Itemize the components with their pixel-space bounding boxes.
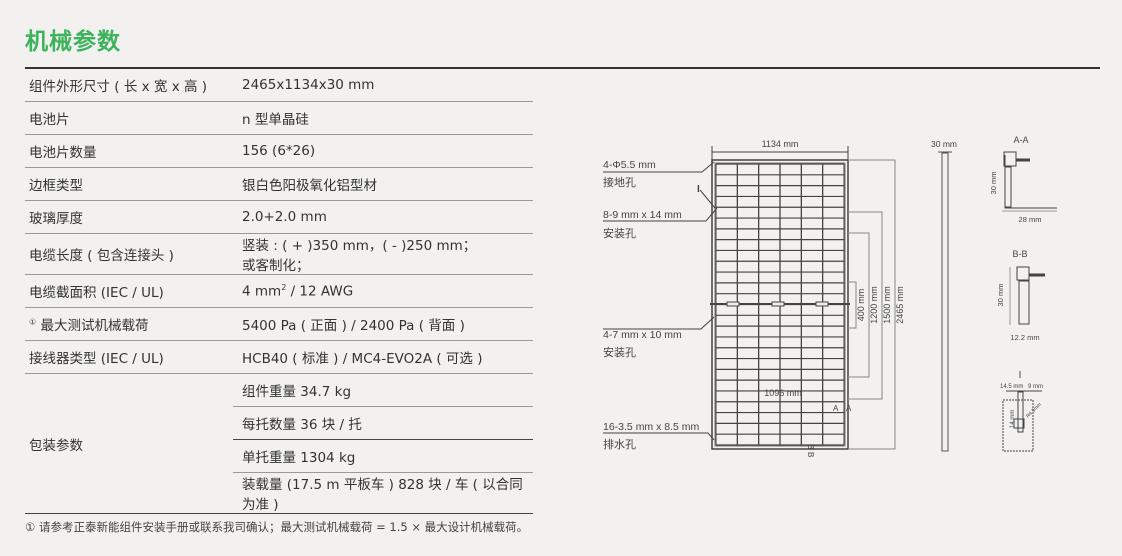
junction-box [771,301,785,307]
row-label: 最大测试机械载荷 [40,318,149,334]
superscript: 2 [281,282,287,292]
section-a-mark: A [846,404,852,413]
detail-mark: I [697,184,700,195]
i-height: 14 mm [1010,410,1016,428]
note-mark: ① [29,317,37,327]
divider [25,67,1100,69]
row-label: 边框类型 [29,178,83,194]
ground-hole-label: 4-Φ5.5 mm [603,159,656,171]
table-row: 边框类型 银白色阳极氧化铝型材 [25,167,533,201]
dim-1500: 1500 mm [882,286,892,324]
packaging-item: 每托数量 36 块 / 托 [242,417,362,433]
dim-1096: 1096 mm [764,388,802,398]
aa-section [1002,151,1057,212]
table-row: 电缆截面积 (IEC / UL) 4 mm2 / 12 AWG [25,274,533,308]
table-row: 包装参数 组件重量 34.7 kg [25,373,533,514]
row-label: 组件外形尺寸 ( 长 x 宽 x 高 ) [29,79,208,95]
bb-section [1009,266,1045,325]
i-title: I [1019,370,1022,381]
row-label: 接线器类型 (IEC / UL) [29,351,164,367]
junction-box [726,301,740,307]
packaging-item: 单托重量 1304 kg [242,450,356,466]
drain-hole-text: 排水孔 [603,437,636,451]
aa-height: 30 mm [989,172,998,195]
row-value: HCB40 ( 标准 ) / MC4-EVO2A ( 可选 ) [242,351,483,367]
table-row: 装载量 (17.5 m 平板车 ) 828 块 / 车 ( 以合同为准 ) [25,472,533,514]
row-value: 156 (6*26) [242,143,316,159]
dim-2465: 2465 mm [895,286,905,324]
table-row: 单托重量 1304 kg [25,439,533,473]
row-value: 竖装 : ( + )350 mm，( - )250 mm； [242,238,477,254]
row-value: 5400 Pa ( 正面 ) / 2400 Pa ( 背面 ) [242,318,465,334]
mount-hole1-label: 8-9 mm x 14 mm [603,209,682,221]
row-label: 电缆截面积 (IEC / UL) [29,285,164,301]
bb-height: 30 mm [996,284,1005,307]
row-value: 银白色阳极氧化铝型材 [242,178,377,194]
row-value: 4 mm [242,283,282,300]
footnote: ① 请参考正泰新能组件安装手册或联系我司确认；最大测试机械载荷 = 1.5 × … [25,520,529,534]
table-row: 组件外形尺寸 ( 长 x 宽 x 高 ) 2465x1134x30 mm [25,69,533,102]
row-value: n 型单晶硅 [242,112,309,128]
mount-hole1-text: 安装孔 [603,226,636,240]
table-row: ① 最大测试机械载荷 5400 Pa ( 正面 ) / 2400 Pa ( 背面 … [25,307,533,341]
i-detail [1002,390,1042,452]
i-width2: 9 mm [1028,384,1043,390]
dim-400: 400 mm [856,289,866,322]
ground-hole-text: 接地孔 [603,176,636,189]
mount-hole2-text: 安装孔 [603,345,636,359]
table-row: 接线器类型 (IEC / UL) HCB40 ( 标准 ) / MC4-EVO2A… [25,340,533,374]
side-view [941,152,949,452]
packaging-item: 装载量 (17.5 m 平板车 ) 828 块 / 车 ( 以合同为准 ) [242,477,523,513]
drain-hole-label: 16-3.5 mm x 8.5 mm [603,421,700,433]
row-value: 2465x1134x30 mm [242,77,375,93]
table-row: 每托数量 36 块 / 托 [25,406,533,440]
row-label: 电池片 [29,112,70,128]
row-label: 玻璃厚度 [29,211,83,227]
thickness-dim: 30 mm [931,139,957,149]
width-dim: 1134 mm [762,139,799,149]
row-value-cont: / 12 AWG [286,283,354,300]
junction-box [815,301,829,307]
row-label: 电缆长度 ( 包含连接头 ) [29,248,174,264]
row-label: 电池片数量 [29,145,97,161]
packaging-item: 组件重量 34.7 kg [242,384,352,400]
table-row: 电池片 n 型单晶硅 [25,101,533,135]
i-radius: R4.5mm [1025,402,1043,420]
page-title: 机械参数 [25,29,121,55]
i-width1: 14.5 mm [1000,384,1023,390]
aa-title: A-A [1013,135,1028,145]
section-b-mark: B [806,444,815,449]
row-value-line2: 或客制化； [242,258,310,274]
section-b-mark: B [806,452,815,457]
table-row: 玻璃厚度 2.0+2.0 mm [25,200,533,234]
bb-title: B-B [1012,249,1027,259]
section-a-mark: A [833,404,839,413]
spec-table: 组件外形尺寸 ( 长 x 宽 x 高 ) 2465x1134x30 mm 电池片 n … [25,69,533,514]
bb-width: 12.2 mm [1010,333,1039,342]
mount-hole2-label: 4-7 mm x 10 mm [603,329,682,341]
aa-width: 28 mm [1019,215,1042,224]
panel-front-view [710,159,850,450]
packaging-label: 包装参数 [29,437,83,454]
row-value: 2.0+2.0 mm [242,209,327,225]
table-row: 电池片数量 156 (6*26) [25,134,533,168]
table-row: 电缆长度 ( 包含连接头 ) 竖装 : ( + )350 mm，( - )250 … [25,233,533,275]
dim-1200: 1200 mm [869,286,879,324]
